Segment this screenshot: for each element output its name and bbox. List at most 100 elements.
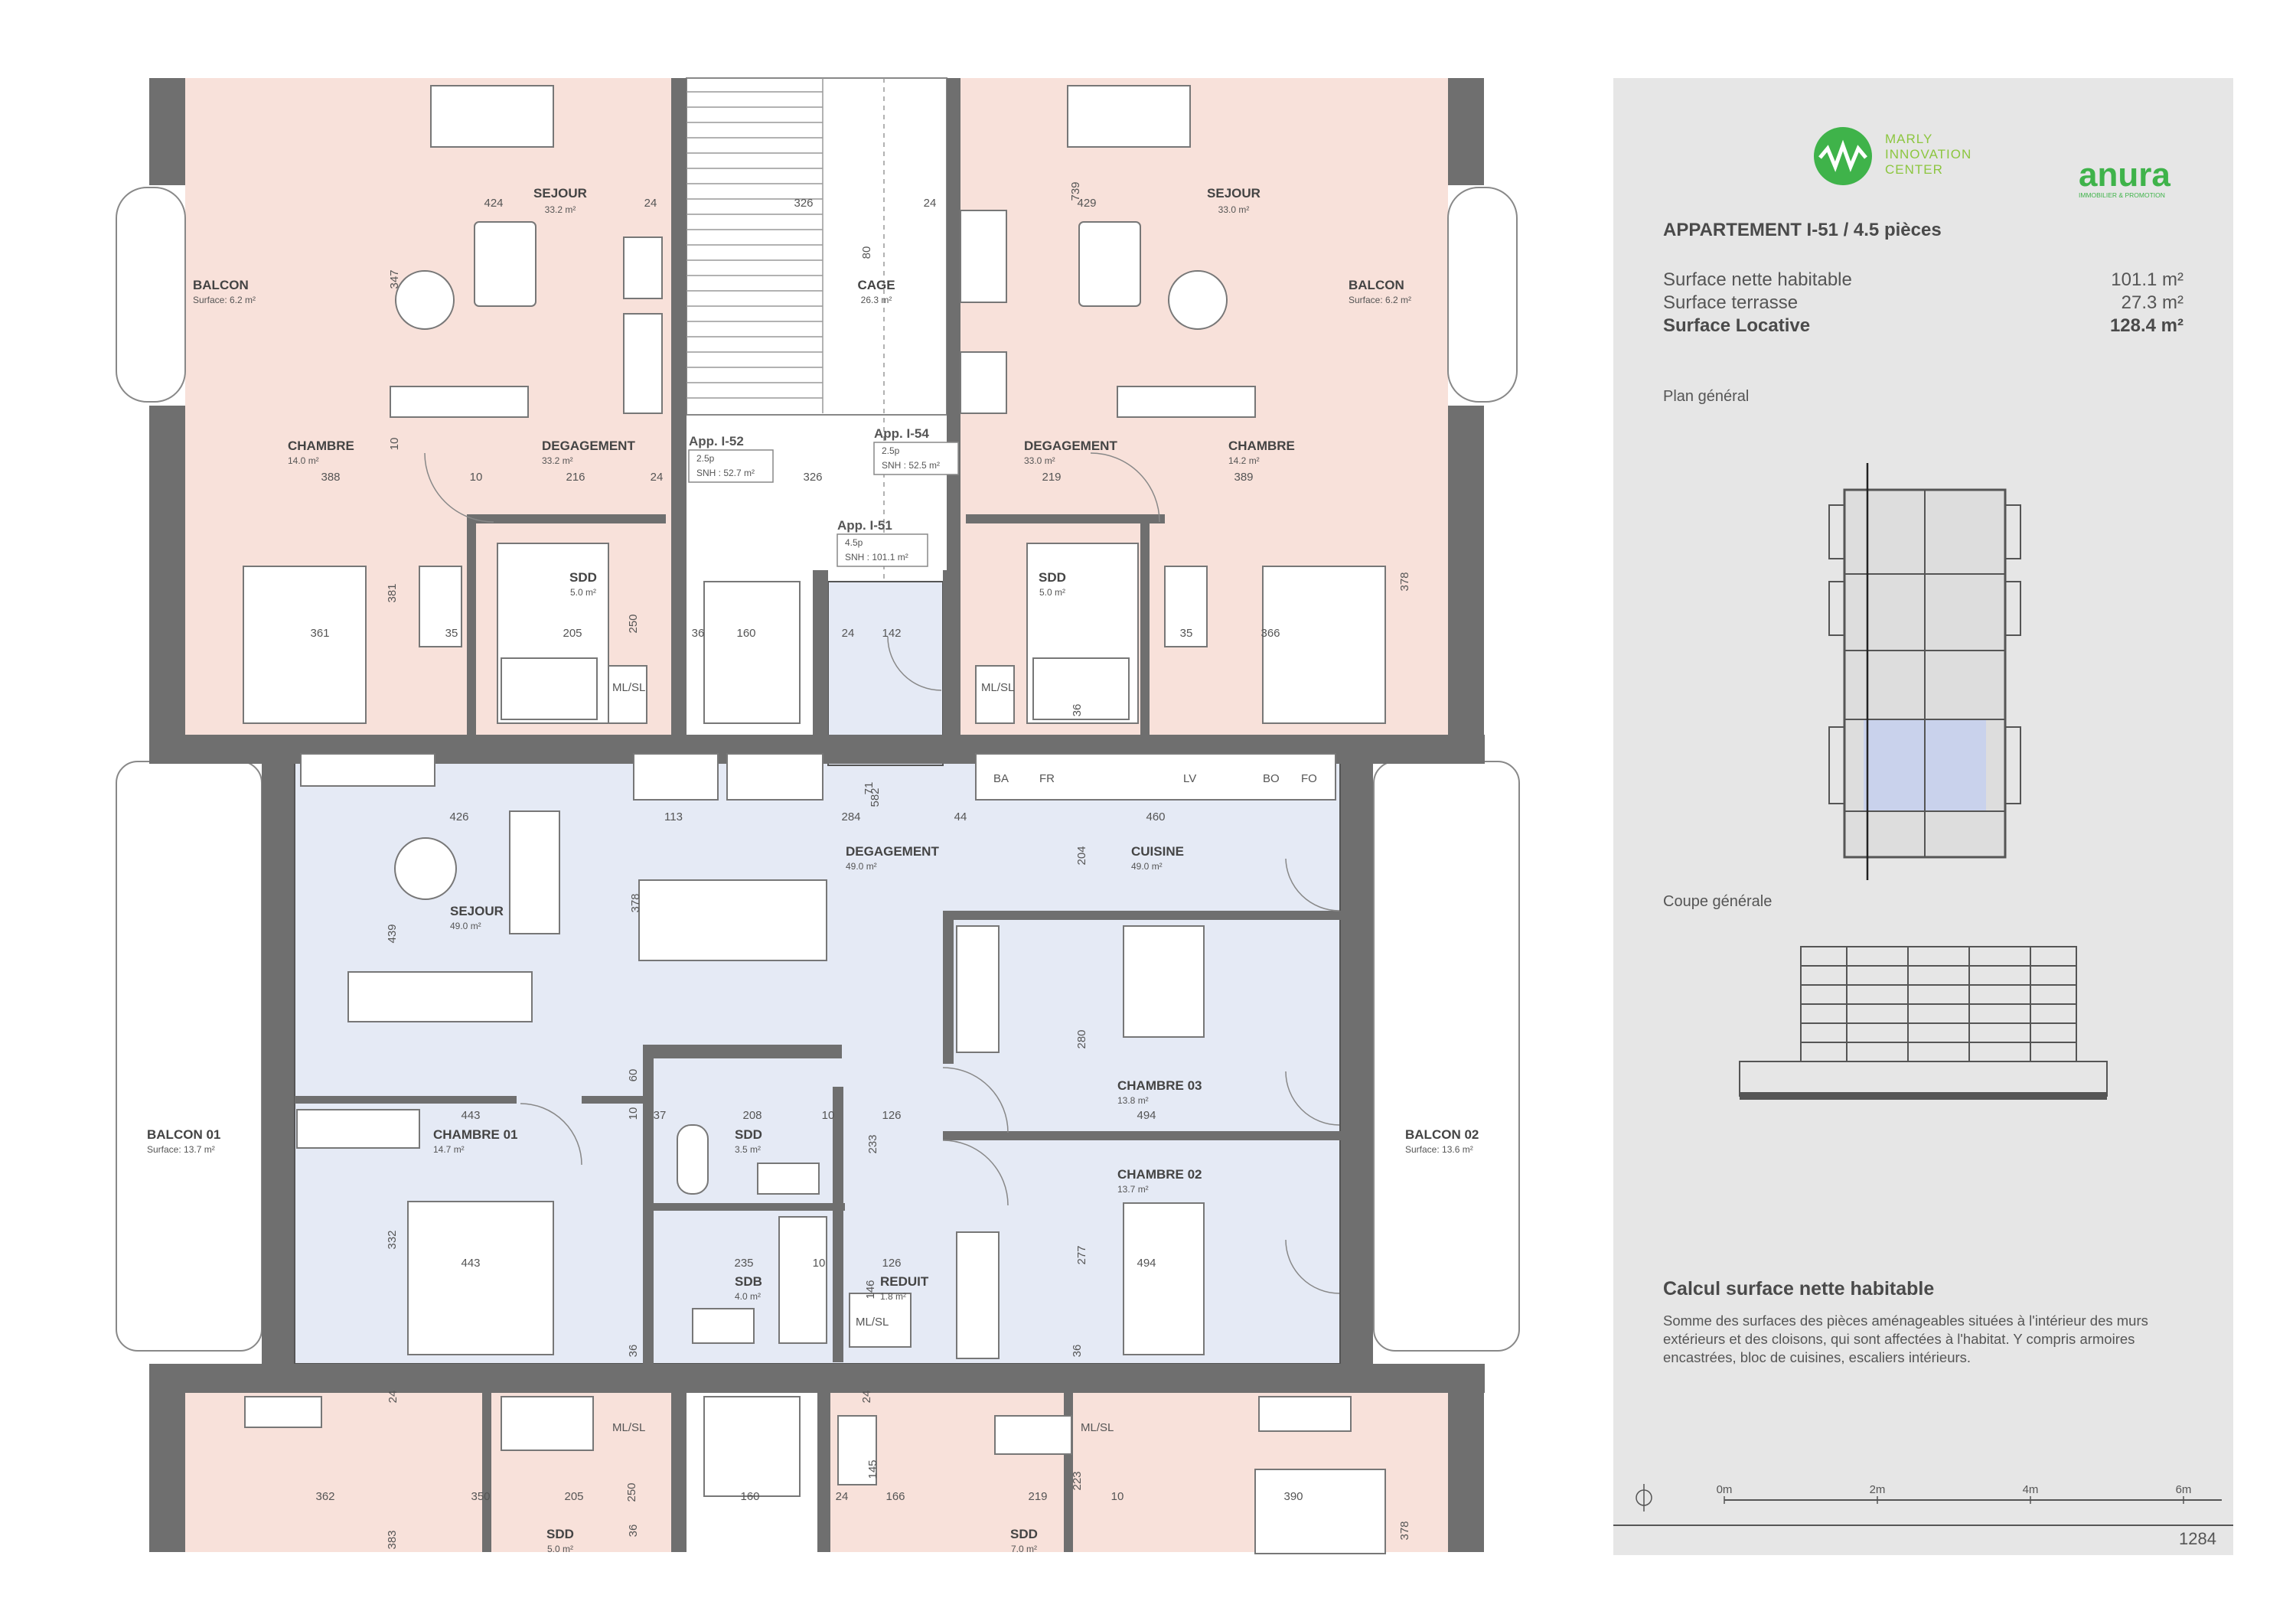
- tag-i54-pieces: 2.5p: [882, 445, 900, 456]
- room-chambre-tl-name: CHAMBRE: [288, 439, 354, 453]
- dimension-label: 250: [625, 1482, 638, 1502]
- room-balcon-tl-area: Surface: 6.2 m²: [193, 295, 256, 305]
- dimension-label: 126: [882, 1257, 901, 1270]
- dimension-label: 362: [315, 1490, 334, 1503]
- dimension-label: 443: [461, 1109, 480, 1122]
- marly-line-2: INNOVATION: [1885, 147, 1972, 161]
- room-chambre02-area: 13.7 m²: [1117, 1184, 1149, 1195]
- room-sdb-area: 4.0 m²: [735, 1291, 761, 1302]
- dimension-label: 219: [1028, 1490, 1047, 1503]
- fixture-mlsl-reduit: ML/SL: [856, 1316, 889, 1329]
- room-deg-tr-name: DEGAGEMENT: [1024, 439, 1117, 453]
- fixture-mlsl-br: ML/SL: [1081, 1421, 1114, 1434]
- dimension-label: 366: [1261, 627, 1280, 640]
- room-chambre-tr-name: CHAMBRE: [1228, 439, 1295, 453]
- plan-general-thumbnail: [1828, 463, 2021, 880]
- dimension-label: 166: [885, 1490, 905, 1503]
- room-chambre-tr-area: 14.2 m²: [1228, 455, 1260, 466]
- dimension-label: 223: [1071, 1471, 1084, 1490]
- dimension-label: 71: [863, 782, 876, 795]
- fixture-mlsl-tr: ML/SL: [981, 681, 1014, 694]
- dimension-label: 378: [1398, 572, 1411, 591]
- calc-title: Calcul surface nette habitable: [1663, 1278, 1935, 1300]
- scale-6: 6m: [2176, 1483, 2192, 1496]
- room-sejour-tl-name: SEJOUR: [533, 186, 587, 201]
- surface-value: 27.3 m²: [2121, 292, 2183, 313]
- fixture-fr: FR: [1039, 772, 1055, 785]
- room-balcon01-area: Surface: 13.7 m²: [147, 1144, 215, 1155]
- marly-line-1: MARLY: [1885, 132, 1933, 146]
- dimension-label: 426: [449, 810, 468, 823]
- surface-row-terrasse: Surface terrasse 27.3 m²: [1663, 292, 2183, 314]
- marly-logo: MARLY INNOVATION CENTER: [1814, 127, 1972, 185]
- room-balcon01-name: BALCON 01: [147, 1127, 220, 1142]
- plan-general-label: Plan général: [1663, 388, 1750, 405]
- dimension-label: 146: [864, 1280, 877, 1299]
- dimension-label: 235: [734, 1257, 753, 1270]
- room-sdd-bl-name: SDD: [546, 1527, 574, 1541]
- dimension-label: 439: [386, 924, 399, 943]
- room-degagement-name: DEGAGEMENT: [846, 844, 939, 859]
- tag-i52-pieces: 2.5p: [696, 453, 715, 464]
- tag-i51-snh: SNH : 101.1 m²: [845, 552, 908, 563]
- dimension-label: 10: [470, 471, 483, 484]
- room-chambre03-area: 13.8 m²: [1117, 1095, 1149, 1106]
- dimension-label: 389: [1234, 471, 1253, 484]
- anura-logo-sub: IMMOBILIER & PROMOTION: [2079, 191, 2165, 199]
- fixture-lv: LV: [1183, 772, 1196, 785]
- dimension-label: 36: [627, 1525, 640, 1538]
- dimension-label: 80: [860, 246, 873, 259]
- dimension-label: 24: [651, 471, 664, 484]
- dimension-label: 36: [1071, 704, 1084, 717]
- room-balcon-tr-area: Surface: 6.2 m²: [1349, 295, 1411, 305]
- page-number: 1284: [2179, 1529, 2216, 1548]
- dimension-label: 424: [484, 197, 503, 210]
- dimension-label: 10: [627, 1107, 640, 1120]
- dimension-label: 160: [740, 1490, 759, 1503]
- room-sejour-name: SEJOUR: [450, 904, 504, 918]
- room-deg-tl-name: DEGAGEMENT: [542, 439, 635, 453]
- room-sejour-tl-area: 33.2 m²: [545, 204, 576, 215]
- dimension-label: 24: [842, 627, 855, 640]
- tag-i54-name: App. I-54: [874, 426, 929, 441]
- dimension-label: 350: [471, 1490, 490, 1503]
- marly-logo-icon: [1814, 127, 1872, 185]
- dimension-label: 284: [841, 810, 860, 823]
- dimension-label: 219: [1042, 471, 1061, 484]
- dimension-label: 494: [1137, 1109, 1156, 1122]
- dimension-label: 429: [1077, 197, 1096, 210]
- dimension-label: 204: [1075, 846, 1088, 865]
- dimension-label: 332: [386, 1230, 399, 1249]
- room-sdd-tl-name: SDD: [569, 570, 597, 585]
- dimension-label: 250: [627, 614, 640, 633]
- dimension-label: 24: [644, 197, 657, 210]
- fixture-mlsl-tl: ML/SL: [612, 681, 645, 694]
- dimension-label: 160: [736, 627, 755, 640]
- coupe-generale-label: Coupe générale: [1663, 893, 1773, 910]
- furniture: [243, 85, 1386, 1554]
- dimension-label: 233: [866, 1134, 879, 1153]
- scale-4: 4m: [2023, 1483, 2039, 1496]
- room-chambre01-area: 14.7 m²: [433, 1144, 465, 1155]
- dimension-label: 205: [563, 627, 582, 640]
- surface-value: 101.1 m²: [2111, 269, 2183, 290]
- dimension-label: 460: [1146, 810, 1165, 823]
- dimension-label: 10: [388, 438, 401, 451]
- dimension-label: 10: [813, 1257, 826, 1270]
- anura-logo: anura: [2079, 156, 2170, 194]
- room-sejour-tr-name: SEJOUR: [1207, 186, 1261, 201]
- room-balcon02-area: Surface: 13.6 m²: [1405, 1144, 1473, 1155]
- room-reduit-name: REDUIT: [880, 1274, 929, 1289]
- dimension-label: 388: [321, 471, 340, 484]
- scale-2: 2m: [1870, 1483, 1886, 1496]
- dimension-label: 44: [954, 810, 967, 823]
- dimension-label: 35: [1180, 627, 1193, 640]
- room-chambre03-name: CHAMBRE 03: [1117, 1078, 1202, 1093]
- dimension-label: 10: [822, 1109, 835, 1122]
- dimension-label: 494: [1137, 1257, 1156, 1270]
- room-deg-tl-area: 33.2 m²: [542, 455, 573, 466]
- tag-i52-name: App. I-52: [689, 434, 744, 448]
- dimension-label: 326: [794, 197, 813, 210]
- room-cage-name: CAGE: [857, 278, 895, 292]
